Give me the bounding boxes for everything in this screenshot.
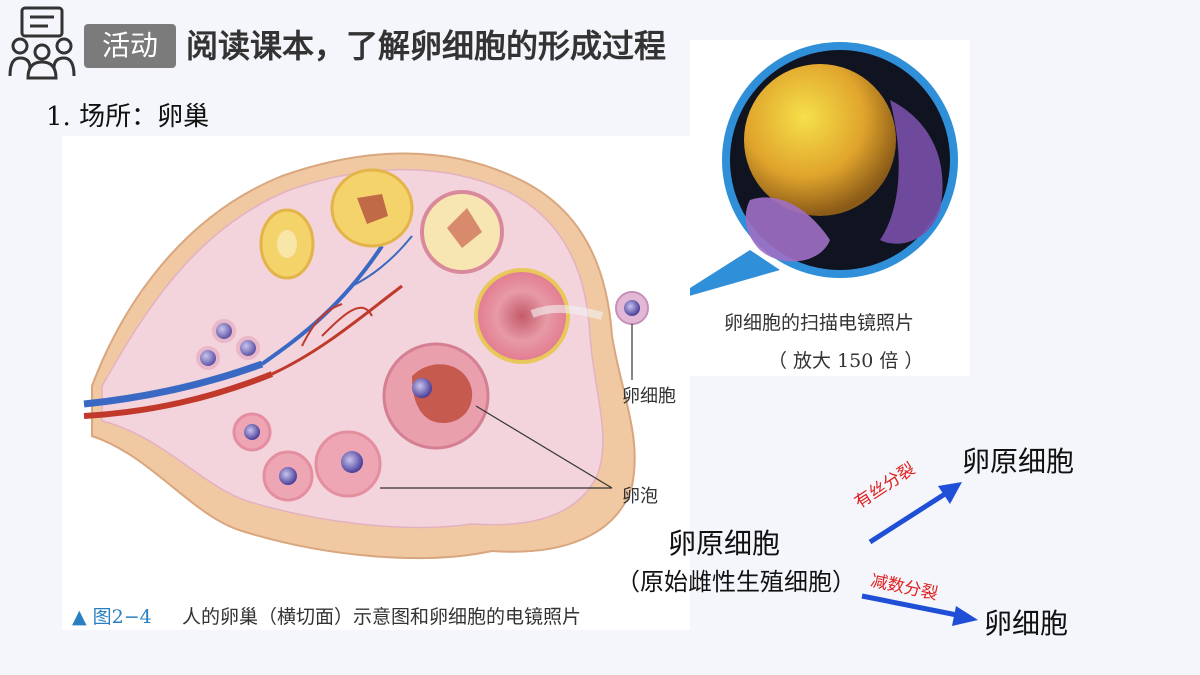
caption-number: 图2−4 [93,606,152,628]
label-follicle: 卵泡 [622,482,658,508]
egg-cell-result: 卵细胞 [984,602,1068,642]
caption-marker: ▲ [72,606,87,628]
primordial-germ-cell-note: （原始雌性生殖细胞） [616,562,856,597]
ovary-illustration [62,136,690,606]
sem-caption: 卵细胞的扫描电镜照片 [724,308,914,335]
oogonium-source: 卵原细胞 [668,522,780,562]
activity-badge: 活动 [84,24,176,68]
caption-text: 人的卵巢（横切面）示意图和卵细胞的电镜照片 [182,606,581,628]
page-title: 阅读课本，了解卵细胞的形成过程 [186,20,666,72]
section-heading: 1. 场所：卵巢 [46,96,209,133]
discussion-icon [8,6,76,80]
sem-magnification: （ 放大 150 倍 ） [768,346,923,373]
sem-photo [690,40,980,300]
label-egg-cell: 卵细胞 [622,382,676,408]
figure-caption: ▲ 图2−4 人的卵巢（横切面）示意图和卵细胞的电镜照片 [72,602,581,629]
